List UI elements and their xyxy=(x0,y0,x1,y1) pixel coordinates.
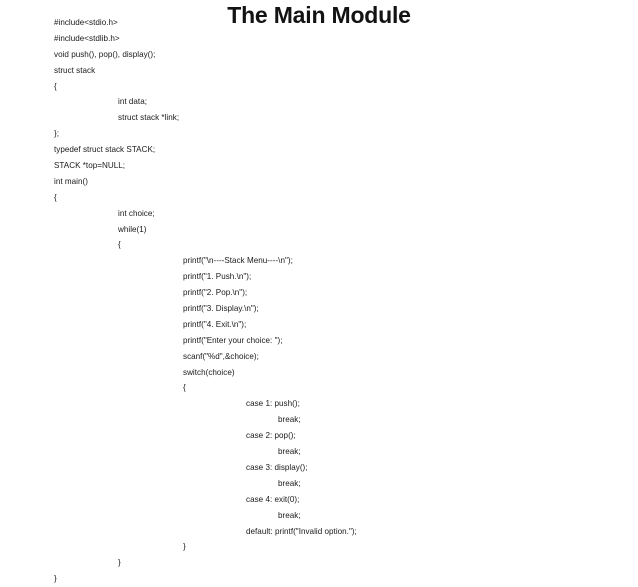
code-listing: #include<stdio.h> #include<stdlib.h> void … xyxy=(0,15,638,587)
code-line: int data; xyxy=(0,94,638,110)
code-line-text: { xyxy=(54,81,57,91)
code-line-text: } xyxy=(183,542,186,552)
code-line-text: int choice; xyxy=(118,208,155,218)
code-line-text: while(1) xyxy=(118,224,147,234)
code-line: case 2: pop(); xyxy=(0,428,638,444)
code-line: STACK *top=NULL; xyxy=(0,158,638,174)
code-line: switch(choice) xyxy=(0,365,638,381)
code-line: int main() xyxy=(0,174,638,190)
code-line: { xyxy=(0,79,638,95)
code-line-text: default: printf("Invalid option."); xyxy=(246,526,357,536)
code-line-text: int data; xyxy=(118,97,147,107)
code-line: { xyxy=(0,380,638,396)
code-line-text: #include<stdio.h> xyxy=(54,18,118,27)
page-title: The Main Module xyxy=(227,2,411,28)
code-line: } xyxy=(0,539,638,555)
code-line: } xyxy=(0,555,638,571)
code-line-text: { xyxy=(118,240,121,250)
code-line: case 3: display(); xyxy=(0,460,638,476)
slide-canvas: The Main Module #include<stdio.h> #includ… xyxy=(54,2,411,584)
code-line: printf("3. Display.\n"); xyxy=(0,301,638,317)
code-line-text: } xyxy=(118,558,121,568)
code-line-text: break; xyxy=(278,447,301,457)
code-line: printf("1. Push.\n"); xyxy=(0,269,638,285)
code-line-text: STACK *top=NULL; xyxy=(54,161,126,171)
code-line: typedef struct stack STACK; xyxy=(0,142,638,158)
code-line-text: case 3: display(); xyxy=(246,462,308,472)
code-line: struct stack xyxy=(0,63,638,79)
code-line-text: break; xyxy=(278,478,301,488)
code-line-text: int main() xyxy=(54,176,88,186)
code-line: while(1) xyxy=(0,222,638,238)
code-line: #include<stdlib.h> xyxy=(0,31,638,47)
code-line-text: switch(choice) xyxy=(183,367,235,377)
code-line-text: break; xyxy=(278,510,301,520)
code-line-text: #include<stdlib.h> xyxy=(54,33,120,43)
code-line-text: printf("Enter your choice: "); xyxy=(183,335,283,345)
code-line-text: case 2: pop(); xyxy=(246,431,296,441)
code-line-text: printf("\n----Stack Menu----\n"); xyxy=(183,256,293,266)
code-line: } xyxy=(0,571,638,587)
code-line-text: } xyxy=(54,574,57,584)
code-line-text: printf("2. Pop.\n"); xyxy=(183,288,248,298)
code-line: void push(), pop(), display(); xyxy=(0,47,638,63)
code-line: }; xyxy=(0,126,638,142)
code-line-text: break; xyxy=(278,415,301,425)
code-line: { xyxy=(0,190,638,206)
code-line: case 4: exit(0); xyxy=(0,492,638,508)
code-line-text: void push(), pop(), display(); xyxy=(54,49,156,59)
code-line-text: scanf("%d",&choice); xyxy=(183,351,259,361)
code-line: case 1: push(); xyxy=(0,396,638,412)
code-line-text: }; xyxy=(54,129,59,139)
code-line-text: printf("3. Display.\n"); xyxy=(183,304,259,314)
code-line: printf("2. Pop.\n"); xyxy=(0,285,638,301)
code-line: int choice; xyxy=(0,206,638,222)
code-line-text: struct stack xyxy=(54,65,96,75)
code-line: break; xyxy=(0,444,638,460)
code-line: struct stack *link; xyxy=(0,110,638,126)
code-line: break; xyxy=(0,476,638,492)
code-line: printf("Enter your choice: "); xyxy=(0,333,638,349)
code-line: break; xyxy=(0,508,638,524)
code-line-text: struct stack *link; xyxy=(118,113,180,123)
code-line: printf("\n----Stack Menu----\n"); xyxy=(0,253,638,269)
code-line-text: { xyxy=(54,192,57,202)
code-line-text: { xyxy=(183,383,186,393)
code-line-text: printf("4. Exit.\n"); xyxy=(183,319,247,329)
code-line-text: typedef struct stack STACK; xyxy=(54,145,156,155)
code-line: { xyxy=(0,237,638,253)
code-line-text: case 1: push(); xyxy=(246,399,300,409)
code-line-text: case 4: exit(0); xyxy=(246,494,300,504)
code-line: printf("4. Exit.\n"); xyxy=(0,317,638,333)
code-line: scanf("%d",&choice); xyxy=(0,349,638,365)
code-line: default: printf("Invalid option."); xyxy=(0,524,638,540)
code-line: break; xyxy=(0,412,638,428)
code-line-text: printf("1. Push.\n"); xyxy=(183,272,252,282)
code-line: #include<stdio.h> xyxy=(0,15,638,31)
